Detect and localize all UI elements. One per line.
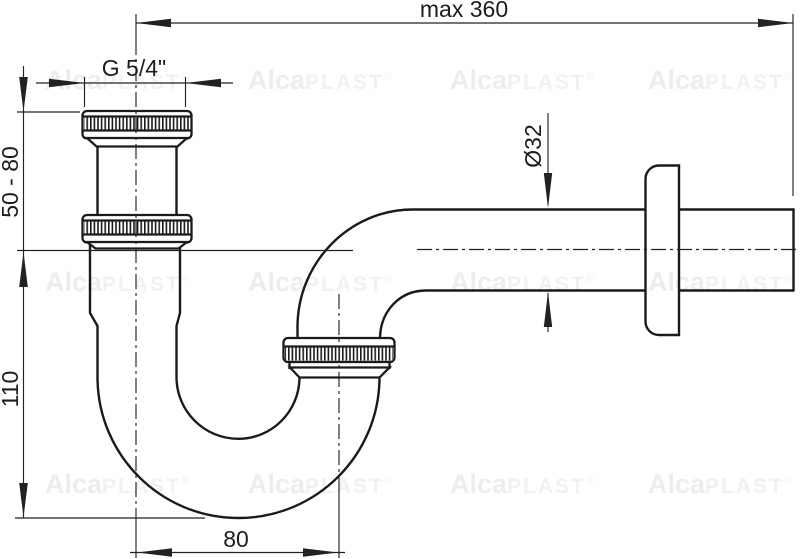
inlet-nut-bottom xyxy=(81,213,193,250)
dim-max360-arrow-left xyxy=(136,18,171,28)
dim-thread-arrow-left xyxy=(49,78,85,88)
dim-thread-arrow-right xyxy=(185,78,221,88)
dim-80-arrow-left xyxy=(137,548,172,557)
dim-diameter-arrow-bottom xyxy=(543,292,553,327)
dim-80-arrow-right xyxy=(303,548,338,557)
label-pipe-diameter: Ø32 xyxy=(520,124,546,167)
label-outlet-offset: 80 xyxy=(223,526,249,552)
inlet-pipe xyxy=(96,140,178,219)
u-bend-inner xyxy=(175,241,301,441)
outlet-nut xyxy=(282,336,396,379)
dim-max360-arrow-right xyxy=(758,18,793,28)
centerlines xyxy=(135,14,800,558)
dimension-lines xyxy=(15,14,794,557)
elbow-inner-pipe-bottom xyxy=(378,289,795,341)
label-thread-size: G 5/4" xyxy=(102,55,166,81)
inlet-nut-bottom-collar xyxy=(83,240,191,250)
label-inlet-height: 50 - 80 xyxy=(0,146,23,218)
trap-body xyxy=(88,140,795,520)
elbow-outer-pipe-top xyxy=(296,208,795,341)
dim-diameter-arrow-top xyxy=(543,173,553,208)
wall-flange xyxy=(644,164,681,337)
dim-110-arrow-top xyxy=(19,251,28,287)
outlet-nut-collar xyxy=(287,366,393,379)
label-trap-depth: 110 xyxy=(0,371,23,408)
label-max-width: max 360 xyxy=(420,0,508,22)
dim-5080-arrow-top xyxy=(19,77,28,112)
dim-110-arrow-bottom xyxy=(19,483,28,518)
inlet-nut-top xyxy=(81,109,193,148)
u-bend-outer xyxy=(88,241,381,520)
inlet-nut-top-collar xyxy=(83,136,191,148)
